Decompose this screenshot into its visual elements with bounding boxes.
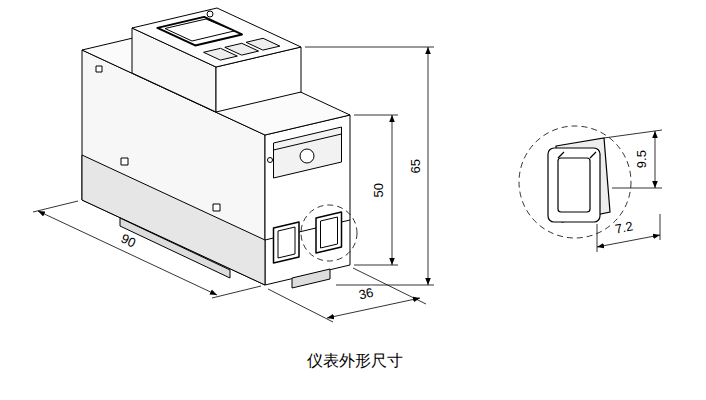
dimension-lines-part	[392, 115, 393, 265]
dimension-lines-part	[336, 285, 434, 286]
meter-body-part	[316, 212, 342, 253]
dimension-lines	[33, 47, 662, 322]
terminal-detail	[548, 138, 610, 222]
meter-body-part	[268, 158, 273, 163]
dimension-lines-part	[305, 47, 434, 48]
meter-body-part	[300, 149, 314, 163]
dimension-lines-part	[604, 130, 662, 138]
detail-circle	[301, 126, 631, 261]
dimension-value: 9.5	[635, 149, 649, 169]
detail-circle-part	[519, 126, 631, 238]
dimension-lines-part	[612, 188, 662, 189]
meter-body-part	[278, 227, 295, 258]
meter-body	[82, 8, 350, 288]
terminal-detail-part	[548, 148, 600, 222]
meter-body-part	[82, 155, 265, 285]
figure-caption: 仪表外形尺寸	[307, 351, 403, 370]
meter-body-part	[292, 269, 330, 288]
dimension-value: 65	[409, 158, 423, 174]
dimension-lines-part	[655, 131, 656, 188]
meter-body-part	[274, 134, 342, 150]
meter-body-part	[120, 218, 230, 278]
dimension-value: 36	[356, 285, 375, 303]
terminal-detail-part	[558, 158, 590, 212]
dimension-lines-part	[660, 214, 661, 240]
dimension-value: 7.2	[613, 219, 635, 237]
meter-body-part	[274, 222, 300, 263]
meter-body-part	[132, 8, 301, 67]
meter-body-part	[246, 38, 280, 50]
meter-body-part	[96, 66, 102, 72]
meter-body-part	[321, 217, 338, 248]
dimension-lines-part	[327, 298, 420, 318]
dimension-value: 50	[372, 182, 386, 198]
meter-body-part	[213, 204, 220, 211]
dimension-lines-part	[268, 289, 333, 322]
terminal-detail-part	[590, 152, 596, 158]
dimension-lines-part	[353, 268, 426, 304]
dimension-lines-part	[354, 265, 398, 266]
terminal-detail-part	[558, 152, 564, 158]
dimension-value: 90	[118, 231, 139, 251]
meter-body-part	[274, 127, 342, 178]
dimension-lines-part	[428, 47, 429, 285]
meter-body-part	[157, 17, 242, 46]
meter-body-part	[165, 19, 234, 41]
dimension-lines-part	[597, 224, 598, 252]
dimension-lines-part	[38, 211, 217, 295]
dimension-lines-part	[354, 115, 398, 116]
meter-body-part	[207, 11, 213, 17]
dimension-lines-part	[212, 286, 261, 298]
dimension-lines-part	[597, 235, 660, 247]
meter-body-part	[121, 158, 128, 165]
detail-circle-part	[301, 205, 357, 261]
dimension-lines-part	[33, 201, 78, 212]
